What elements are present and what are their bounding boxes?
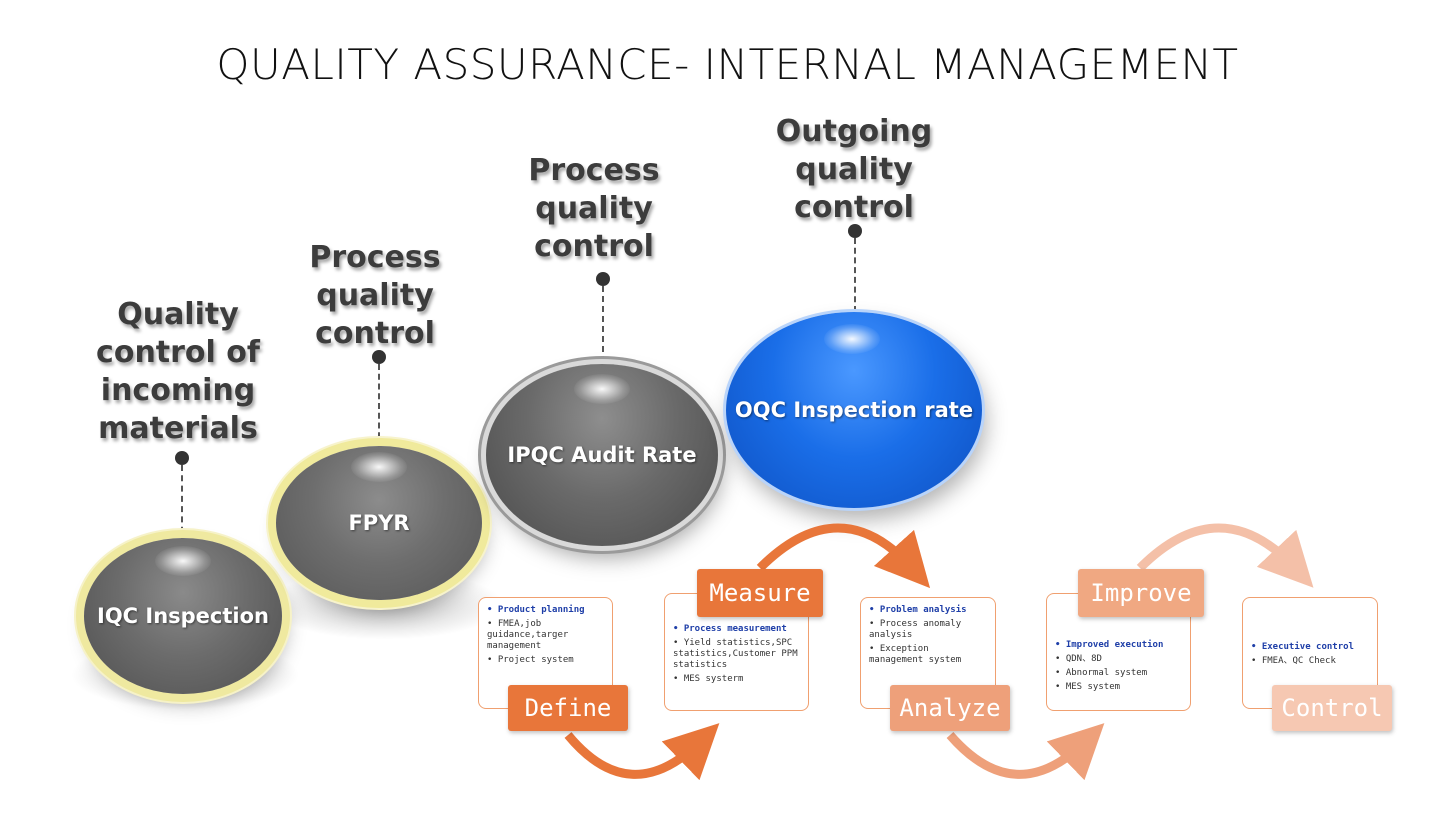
stage-label-incoming: Quality control of incoming materials: [96, 297, 260, 446]
disc-highlight: [155, 546, 211, 576]
leader-process-2: [602, 286, 604, 362]
stage-label-process-1: Process quality control: [309, 240, 441, 351]
box-item: • Process anomaly analysis: [869, 619, 962, 640]
tag-improve: Improve: [1078, 569, 1204, 617]
arrow-improve-control: [1136, 523, 1314, 588]
box-heading: • Product planning: [487, 605, 585, 615]
box-heading: • Executive control: [1251, 642, 1354, 652]
box-heading: • Process measurement: [673, 624, 787, 634]
disc-label-ipqc: IPQC Audit Rate: [507, 443, 697, 467]
box-item: • QDN、8D: [1055, 654, 1102, 664]
disc-iqc: IQC Inspection: [84, 538, 282, 694]
leader-outgoing: [854, 238, 856, 312]
box-item: • Project system: [487, 655, 574, 665]
leader-process-1: [378, 364, 380, 448]
disc-highlight: [351, 452, 407, 482]
stage-label-outgoing: Outgoing quality control: [775, 114, 933, 225]
disc-label-fpyr: FPYR: [348, 511, 410, 535]
pin-incoming: [175, 451, 189, 465]
box-item: • FMEA,job guidance,targer management: [487, 619, 569, 651]
leader-incoming: [181, 465, 183, 543]
arrow-define-measure: [564, 723, 720, 781]
disc-highlight: [574, 374, 630, 404]
disc-label-iqc: IQC Inspection: [97, 604, 269, 628]
box-item: • Abnormal system: [1055, 668, 1148, 678]
slide-title: QUALITY ASSURANCE- INTERNAL MANAGEMENT: [216, 40, 1239, 89]
disc-label-oqc: OQC Inspection rate: [734, 398, 974, 422]
pin-process-1: [372, 350, 386, 364]
pin-outgoing: [848, 224, 862, 238]
tag-measure: Measure: [697, 569, 823, 617]
box-item: • MES systerm: [673, 674, 744, 684]
box-item: • Exception management system: [869, 644, 962, 665]
pin-process-2: [596, 272, 610, 286]
box-item: • Yield statistics,SPC statistics,Custom…: [673, 638, 798, 670]
tag-control: Control: [1272, 685, 1392, 731]
disc-oqc: OQC Inspection rate: [726, 312, 982, 508]
box-heading: • Problem analysis: [869, 605, 967, 615]
tag-analyze: Analyze: [890, 685, 1010, 731]
stage-label-process-2: Process quality control: [528, 153, 660, 264]
tag-define: Define: [508, 685, 628, 731]
arrow-analyze-improve: [946, 723, 1105, 781]
disc-ipqc: IPQC Audit Rate: [486, 364, 718, 546]
box-heading: • Improved execution: [1055, 640, 1164, 650]
arrow-measure-analyze: [756, 523, 931, 589]
disc-fpyr: FPYR: [276, 446, 482, 600]
box-item: • FMEA、QC Check: [1251, 656, 1336, 666]
disc-highlight: [824, 324, 880, 354]
box-item: • MES system: [1055, 682, 1121, 692]
